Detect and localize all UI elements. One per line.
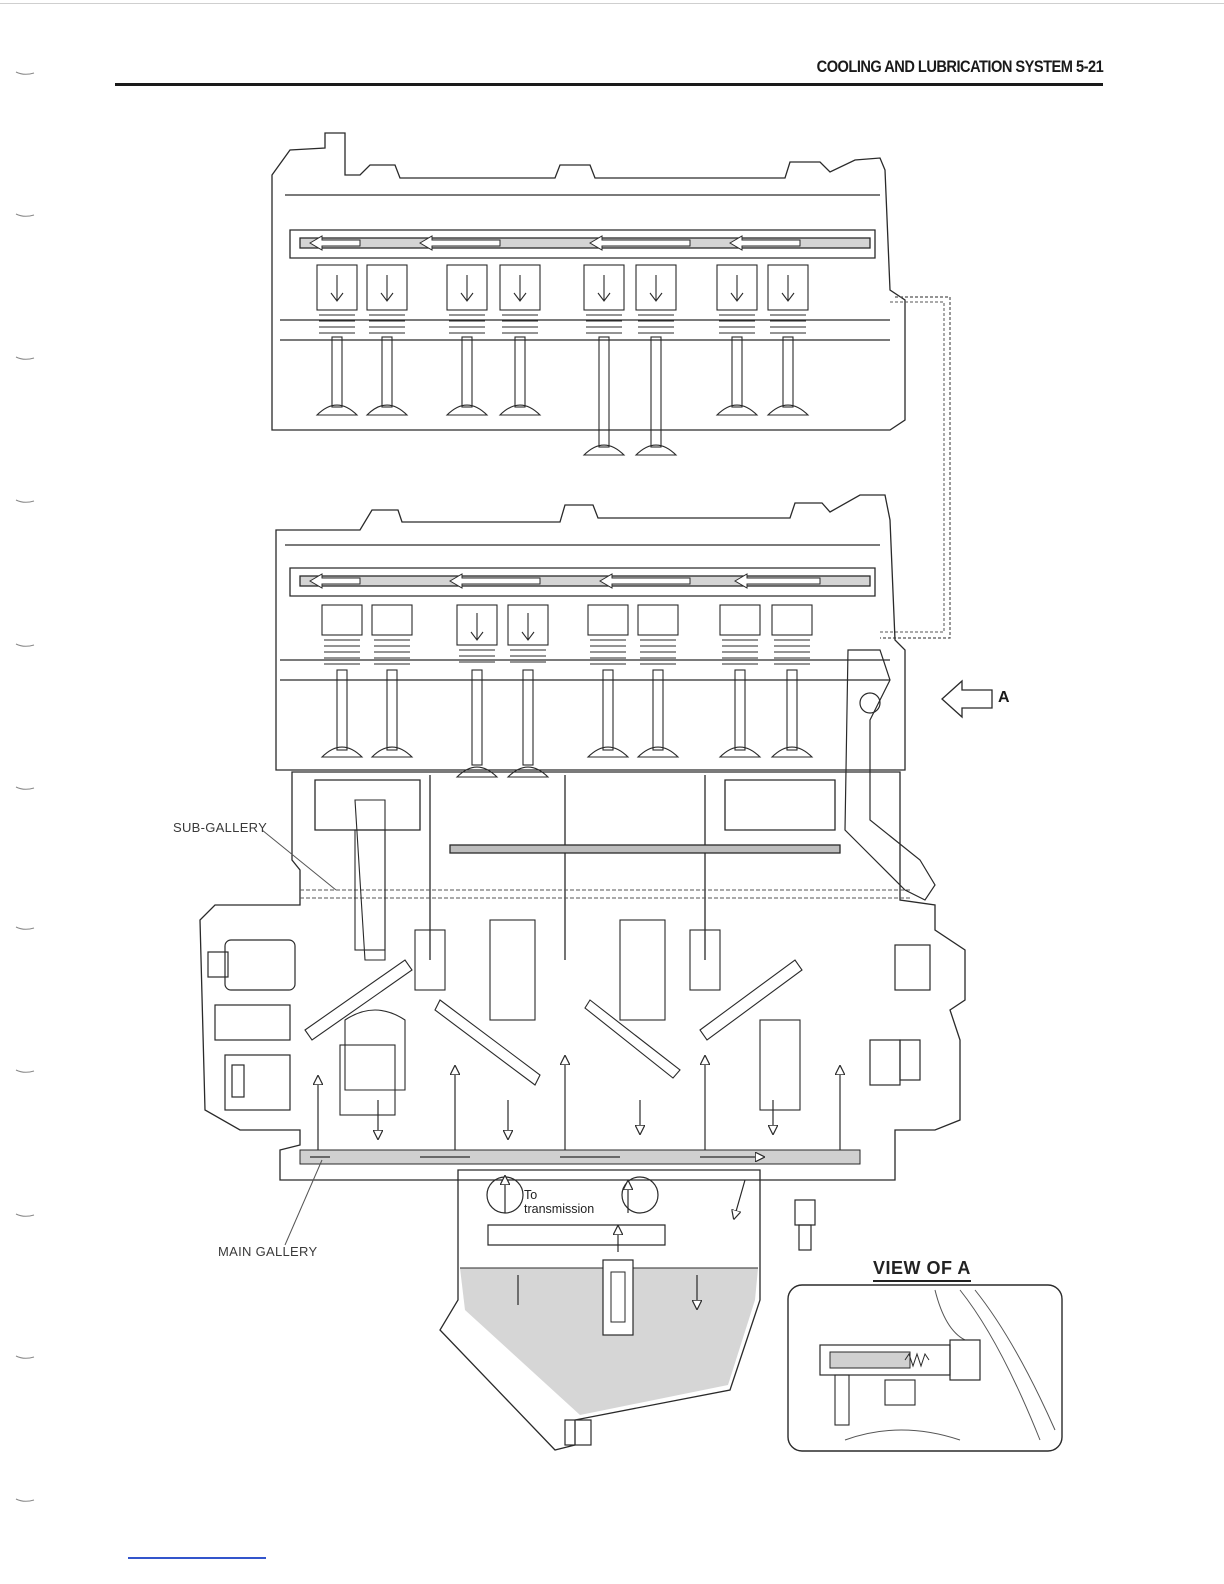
lower-head-valves (322, 605, 812, 777)
lower-cylinder-head (276, 495, 905, 770)
sub-gallery-leader (262, 830, 336, 890)
upper-head-valves (317, 265, 808, 455)
footer-link-underline (128, 1557, 266, 1559)
view-of-a-inset (788, 1285, 1062, 1451)
cylinder-block (200, 772, 965, 1180)
external-oil-line (880, 297, 950, 638)
view-a-arrow-icon (942, 681, 992, 717)
oil-pan (440, 1170, 760, 1450)
oil-pressure-switch (735, 1180, 815, 1250)
main-gallery-leader (285, 1160, 322, 1245)
main-gallery (300, 1150, 860, 1164)
to-transmission-line2: transmission (524, 1202, 594, 1216)
to-transmission-line1: To (524, 1188, 594, 1202)
to-transmission-label: To transmission (524, 1188, 594, 1216)
main-gallery-label: MAIN GALLERY (218, 1244, 317, 1259)
view-of-a-title: VIEW OF A (873, 1258, 971, 1282)
sub-gallery-passage (300, 890, 910, 898)
left-cover-components (208, 940, 295, 1110)
sub-gallery-label: SUB-GALLERY (173, 820, 267, 835)
oil-riser-arrows (318, 1060, 840, 1150)
view-a-letter: A (998, 689, 1010, 707)
right-side-components (845, 650, 935, 1085)
